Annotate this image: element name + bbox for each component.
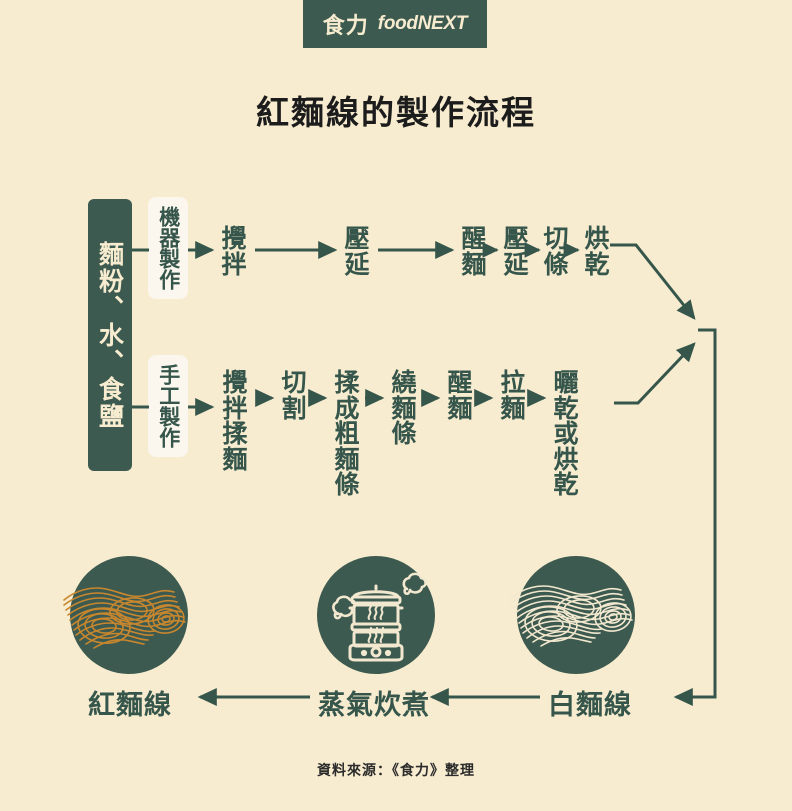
step-machine-4: 壓 延 xyxy=(503,224,529,279)
red-noodle-circle xyxy=(63,556,188,674)
step-hand-4: 繞 麵 條 xyxy=(391,368,417,448)
step-machine-6: 烘 乾 xyxy=(584,224,610,279)
step-machine-1: 攪 拌 xyxy=(221,224,247,279)
output-label-red-noodle: 紅麵線 xyxy=(88,690,172,721)
source-credit: 資料來源：《食力》整理 xyxy=(317,763,475,779)
output-label-steam-cook: 蒸氣炊煮 xyxy=(318,690,430,721)
steam-cook-circle xyxy=(317,556,435,674)
step-machine-2: 壓 延 xyxy=(344,224,370,279)
step-hand-6: 拉 麵 xyxy=(500,368,526,423)
steamer-icon xyxy=(332,572,427,662)
step-hand-7: 曬 乾 或 烘 乾 xyxy=(553,368,579,499)
method-label-hand: 手工製作 xyxy=(156,364,181,448)
method-box-machine: 機器製作 xyxy=(148,197,188,299)
noodle-bundle-orange-icon xyxy=(63,587,186,649)
brand-logo-cn: 食力 xyxy=(322,14,369,39)
ingredients-label: 麵粉、水、食鹽 xyxy=(95,240,125,430)
page-title: 紅麵線的製作流程 xyxy=(256,93,536,132)
brand-logo-en: foodNEXT xyxy=(377,13,468,34)
step-machine-3: 醒 麵 xyxy=(461,224,487,279)
brand-logo: 食力 foodNEXT xyxy=(303,0,487,48)
method-box-hand: 手工製作 xyxy=(148,355,188,457)
step-hand-2: 切 割 xyxy=(281,368,307,423)
step-hand-3: 揉 成 粗 麵 條 xyxy=(334,368,360,499)
output-label-white-noodle: 白麵線 xyxy=(548,690,632,721)
step-hand-5: 醒 麵 xyxy=(447,368,473,423)
step-hand-1: 攪 拌 揉 麵 xyxy=(222,368,248,474)
white-noodle-circle xyxy=(510,556,635,674)
noodle-bundle-white-icon xyxy=(510,585,633,647)
method-label-machine: 機器製作 xyxy=(156,206,181,290)
step-machine-5: 切 條 xyxy=(543,224,569,279)
ingredients-block: 麵粉、水、食鹽 xyxy=(88,199,132,471)
